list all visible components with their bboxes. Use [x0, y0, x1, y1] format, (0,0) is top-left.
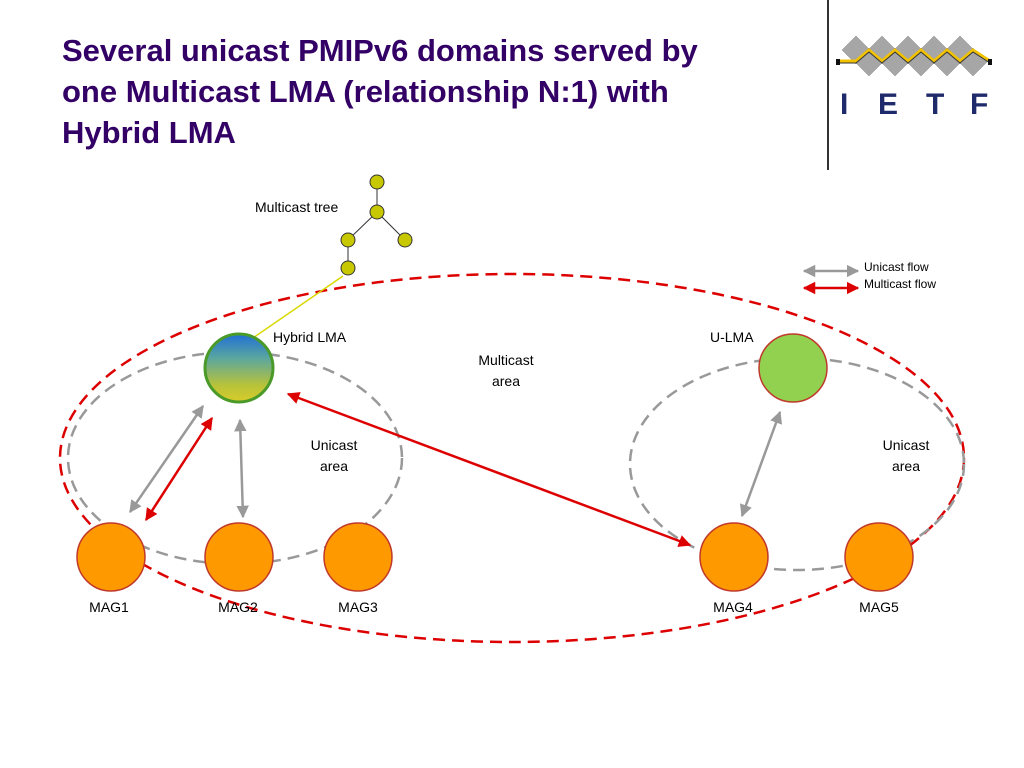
mag3-label: MAG3 [338, 599, 378, 615]
u-lma-label: U-LMA [710, 329, 754, 345]
logo-letter-e: E [878, 88, 898, 121]
unicast-area-left-label-line2: area [320, 458, 348, 474]
multicast-tree [340, 174, 413, 276]
hybrid-lma-label: Hybrid LMA [273, 329, 347, 345]
mag5-node [844, 522, 914, 592]
multicast-area-ellipse [58, 272, 966, 644]
tree-to-hybrid-link [249, 275, 344, 341]
logo-letter-f: F [970, 88, 988, 121]
legend-unicast-label: Unicast flow [864, 260, 929, 274]
multicast-area-label-line2: area [492, 373, 520, 389]
multicast-tree-label: Multicast tree [255, 199, 338, 215]
title-line-3: Hybrid LMA [62, 115, 236, 150]
multicast-flow-hybrid-mag1 [144, 416, 214, 522]
tree-node-top [369, 174, 385, 190]
logo-letter-i: I [840, 88, 848, 121]
title-line-1: Several unicast PMIPv6 domains served by [62, 33, 698, 68]
unicast-area-left-label-line1: Unicast [311, 437, 358, 453]
u-lma-node [758, 333, 828, 403]
title-line-2: one Multicast LMA (relationship N:1) wit… [62, 74, 669, 109]
mag2-node [204, 522, 274, 592]
logo-letter-t: T [926, 88, 944, 121]
ietf-logo: I E T F [836, 35, 992, 121]
mag4-label: MAG4 [713, 599, 753, 615]
header-divider [827, 0, 829, 170]
hybrid-lma-node [203, 332, 275, 404]
unicast-area-right-label-line1: Unicast [883, 437, 930, 453]
mag4-node [699, 522, 769, 592]
unicast-flow-hybrid-mag1 [128, 404, 205, 514]
mag3-node [323, 522, 393, 592]
mag2-label: MAG2 [218, 599, 258, 615]
tree-node-right [397, 232, 413, 248]
mag1-node [76, 522, 146, 592]
legend-multicast-label: Multicast flow [864, 277, 936, 291]
unicast-area-right-label-line2: area [892, 458, 920, 474]
unicast-flow-hybrid-mag2 [234, 418, 249, 519]
tree-node-middle [369, 204, 385, 220]
legend: Unicast flow Multicast flow [802, 260, 936, 295]
multicast-flow-hybrid-mag4 [286, 392, 692, 547]
page-title: Several unicast PMIPv6 domains served by… [62, 30, 822, 153]
tree-node-bottom [340, 260, 356, 276]
unicast-flow-ulma-mag4 [739, 410, 783, 518]
mag5-label: MAG5 [859, 599, 899, 615]
multicast-area-label-line1: Multicast [478, 352, 533, 368]
logo-zigzag [838, 48, 991, 63]
tree-node-left [340, 232, 356, 248]
mag1-label: MAG1 [89, 599, 129, 615]
